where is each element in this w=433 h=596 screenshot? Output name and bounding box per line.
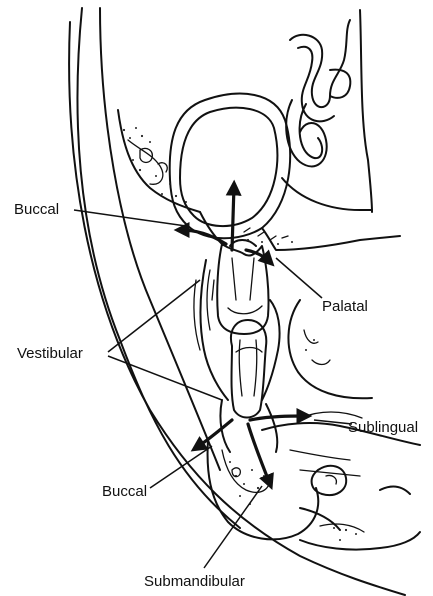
- label-buccal-lower: Buccal: [102, 483, 147, 500]
- leader-lines: [74, 210, 352, 568]
- label-submandibular: Submandibular: [144, 573, 245, 590]
- zygomatic-region: [118, 110, 200, 212]
- arrow-icon: [232, 186, 234, 250]
- maxillary-sinus: [170, 94, 290, 239]
- labels: Buccal Palatal Vestibular Sublingual Buc…: [14, 201, 418, 590]
- nasal-turbinates: [282, 10, 372, 212]
- arrow-icon: [248, 424, 270, 484]
- label-buccal-upper: Buccal: [14, 201, 59, 218]
- label-vestibular: Vestibular: [17, 345, 83, 362]
- palate-and-alveolus: [200, 212, 400, 250]
- spread-arrows: [180, 186, 306, 484]
- label-sublingual: Sublingual: [348, 419, 418, 436]
- submandibular-tissue: [300, 508, 420, 550]
- label-palatal: Palatal: [322, 298, 368, 315]
- arrow-icon: [250, 416, 306, 420]
- mandible: [208, 440, 319, 539]
